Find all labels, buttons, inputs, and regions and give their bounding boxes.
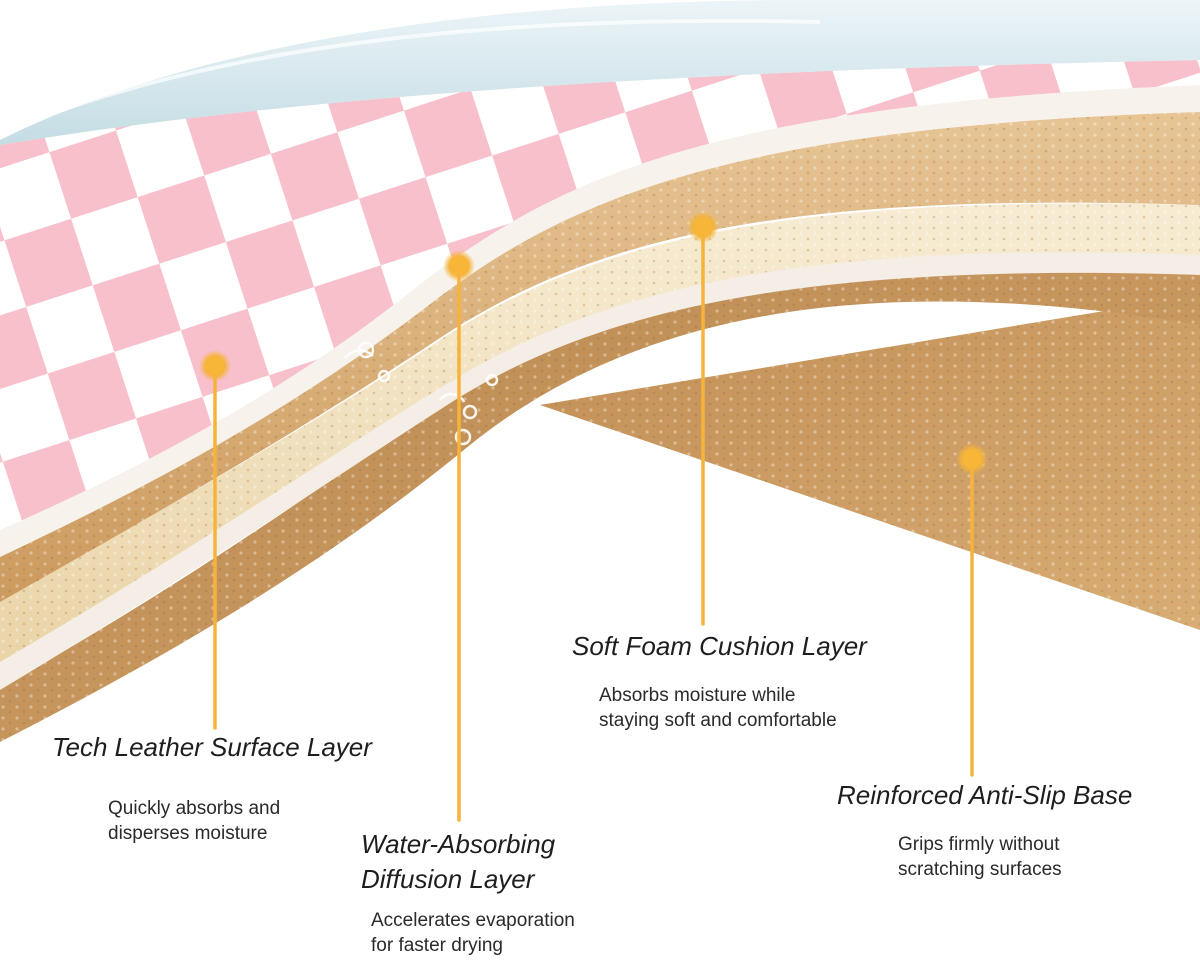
- tech-leather-title: Tech Leather Surface Layer: [52, 732, 372, 762]
- tech-leather-description: Quickly absorbs and disperses moisture: [108, 798, 281, 844]
- callout-leaders: [213, 226, 974, 822]
- anti-slip-base-description: Grips firmly without scratching surfaces: [898, 834, 1062, 880]
- soft-foam-layer: [0, 203, 1200, 663]
- lower-foam-band: [0, 254, 1200, 742]
- callout-dots: [199, 211, 988, 475]
- surface-sheet-edge: [0, 85, 1200, 557]
- anti-slip-base-title: Reinforced Anti-Slip Base: [837, 780, 1133, 810]
- tech-leather-surface-layer: [0, 60, 1200, 530]
- water-absorbing-title: Water-Absorbing Diffusion Layer: [361, 829, 556, 894]
- soft-foam-description: Absorbs moisture while staying soft and …: [599, 685, 837, 731]
- water-droplets-icon: [344, 341, 499, 446]
- water-absorbing-description: Accelerates evaporation for faster dryin…: [371, 910, 575, 956]
- water-film: [0, 0, 1200, 145]
- water-absorbing-layer: [0, 110, 1200, 602]
- soft-foam-title: Soft Foam Cushion Layer: [572, 631, 867, 661]
- anti-slip-base-layer: [540, 295, 1200, 630]
